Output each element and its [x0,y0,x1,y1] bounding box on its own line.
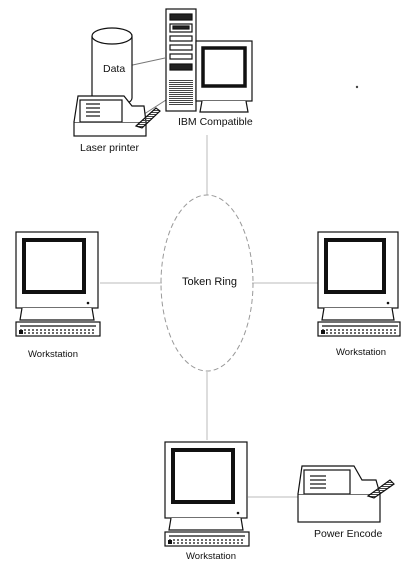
token-ring-label: Token Ring [182,276,238,288]
database-label: Data [103,63,126,75]
monitor-keyboard-icon [317,231,401,337]
monitor-keyboard-icon [15,231,101,337]
workstation-right-label: Workstation [336,347,386,358]
stray-dot [355,85,359,89]
workstation-bottom-label: Workstation [186,551,236,562]
printer-icon [73,95,161,137]
monitor-keyboard-icon [164,441,250,547]
server-label: IBM Compatible [178,116,253,128]
power-encode-label: Power Encode [314,528,383,540]
tower-pc-icon [165,8,197,112]
token-ring-ellipse [160,194,254,372]
server-monitor-icon [195,40,253,113]
laser-printer-label: Laser printer [80,142,139,154]
workstation-left-label: Workstation [28,349,78,360]
printer-icon [297,465,395,523]
link-data-server [127,57,166,67]
